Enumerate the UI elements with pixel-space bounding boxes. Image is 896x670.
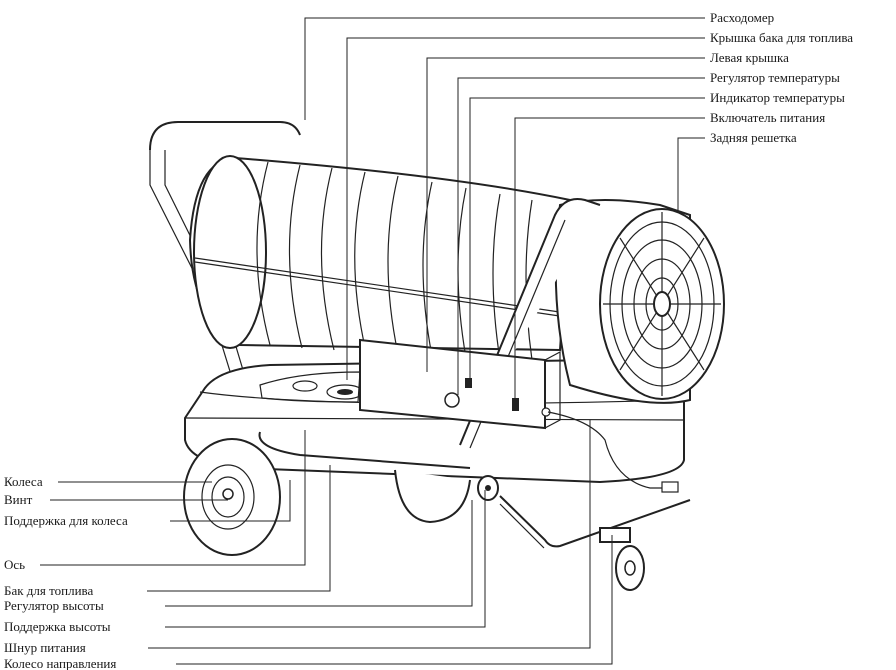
label-flowmeter: Расходомер [710, 10, 774, 25]
right-labels: Расходомер Крышка бака для топлива Левая… [710, 10, 853, 145]
label-wheel-support: Поддержка для колеса [4, 513, 128, 528]
caster-wheel [599, 527, 645, 591]
label-screw: Винт [4, 492, 33, 507]
control-panel [359, 338, 561, 430]
right-leaders [304, 17, 705, 400]
label-caster-wheel: Колесо направления [4, 656, 116, 670]
label-left-cover: Левая крышка [710, 50, 789, 65]
label-power-switch: Включатель питания [710, 110, 825, 125]
power-cord [547, 411, 675, 489]
height-regulator [477, 475, 499, 501]
label-axle: Ось [4, 557, 25, 572]
label-power-cord: Шнур питания [4, 640, 86, 655]
label-fuel-tank: Бак для топлива [4, 583, 94, 598]
label-temperature-indicator: Индикатор температуры [710, 90, 845, 105]
left-leaders [40, 420, 613, 665]
temperature-regulator-knob [444, 392, 460, 408]
label-rear-grille: Задняя решетка [710, 130, 797, 145]
power-switch [512, 398, 519, 411]
label-height-support: Поддержка высоты [4, 619, 111, 634]
left-labels: Колеса Винт Поддержка для колеса Ось Бак… [4, 474, 128, 670]
heater-cylinder [188, 155, 601, 361]
back-wheel [394, 469, 471, 524]
temperature-indicator [465, 378, 472, 388]
label-temperature-regulator: Регулятор температуры [710, 70, 840, 85]
label-wheels: Колеса [4, 474, 43, 489]
handle-frame [149, 121, 301, 151]
heater-illustration [149, 121, 725, 591]
rear-grille [554, 199, 725, 404]
left-wheel [183, 438, 281, 556]
label-height-regulator: Регулятор высоты [4, 598, 104, 613]
height-support-frame [499, 495, 691, 548]
label-fuel-tank-cap: Крышка бака для топлива [710, 30, 853, 45]
